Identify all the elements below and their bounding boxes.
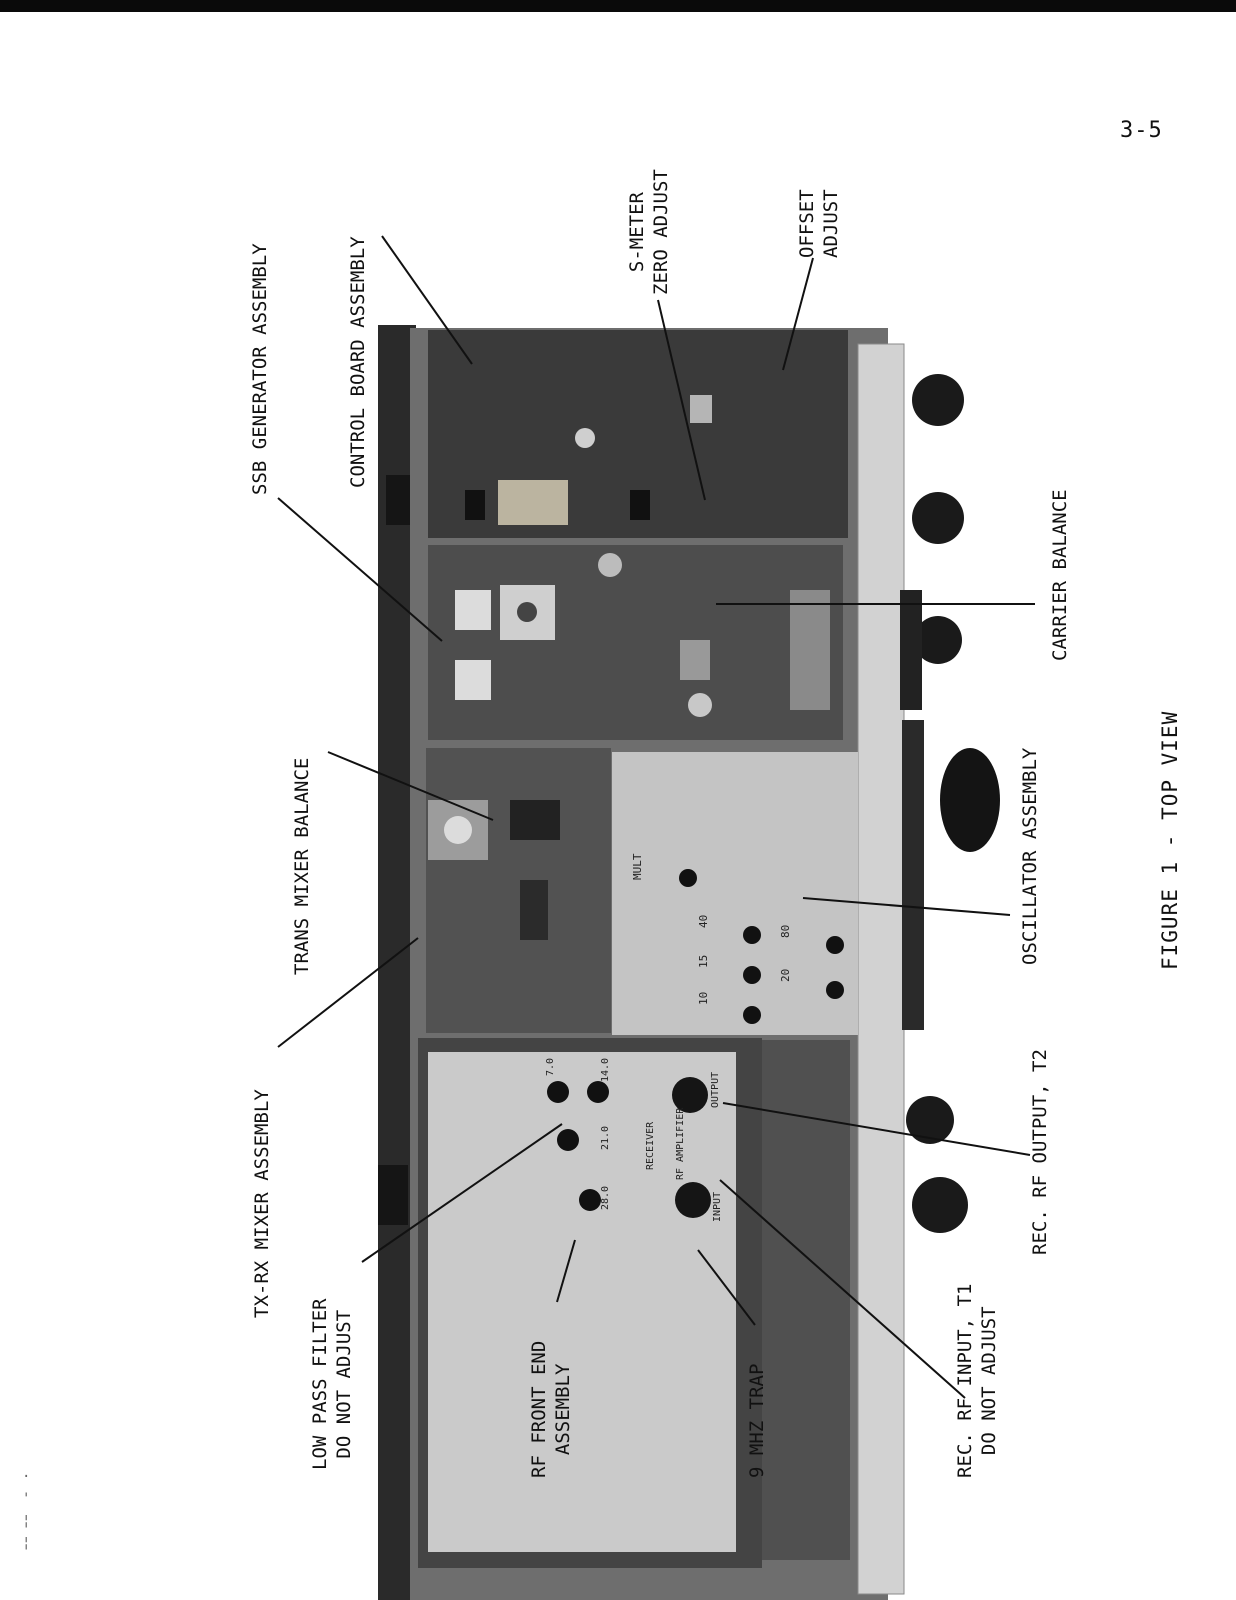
callout-low-pass-filter: LOW PASS FILTER DO NOT ADJUST: [309, 1298, 355, 1470]
panel-mark-40: 40: [697, 914, 710, 928]
panel-mark-input: INPUT: [712, 1191, 723, 1222]
panel-mark-output: OUTPUT: [710, 1071, 721, 1108]
panel-mark-receiver: RECEIVER: [645, 1121, 656, 1170]
margin-punch-marks: ·'¦¦: [22, 1469, 31, 1551]
callout-offset-adjust: OFFSET ADJUST: [796, 189, 842, 258]
callout-ssb-generator-assembly: SSB GENERATOR ASSEMBLY: [249, 243, 271, 495]
ssb-generator-board: [428, 545, 843, 740]
rf-output-area: [762, 1040, 850, 1560]
callout-oscillator-assembly: OSCILLATOR ASSEMBLY: [1019, 747, 1041, 965]
front-knob: [912, 374, 964, 426]
callout-rec-rf-input-t1: REC. RF INPUT, T1 DO NOT ADJUST: [954, 1283, 1000, 1478]
callout-s-meter-zero-adjust: S-METER ZERO ADJUST: [626, 169, 672, 295]
front-panel: [857, 343, 905, 1595]
callout-tx-rx-mixer-assembly: TX-RX MIXER ASSEMBLY: [251, 1089, 273, 1318]
panel-mark-14-0: 14.0: [600, 1057, 611, 1082]
panel-mark-28-0: 28.0: [600, 1185, 611, 1210]
front-knob: [912, 492, 964, 544]
callout-rf-front-end-assembly: RF FRONT END ASSEMBLY: [528, 1340, 574, 1478]
front-knob: [912, 1177, 968, 1233]
rear-connector: [386, 475, 410, 525]
panel-mark-21-0: 21.0: [600, 1125, 611, 1150]
callout-trans-mixer-balance: TRANS MIXER BALANCE: [291, 757, 313, 975]
panel-mark-7-0: 7.0: [545, 1057, 556, 1076]
rear-connector: [378, 1165, 408, 1225]
page-number: 3-5: [1120, 118, 1163, 143]
panel-mark-rf-amplifier: RF AMPLIFIER: [675, 1107, 686, 1180]
callout-rec-rf-output-t2: REC. RF OUTPUT, T2: [1029, 1049, 1051, 1255]
oscillator-shield: [612, 752, 858, 1035]
front-panel-dial-window: [900, 590, 922, 710]
leader-lines: [277, 235, 1035, 1399]
tx-rx-mixer-board: [426, 748, 611, 1033]
vfo-tuning-knob: [940, 748, 1000, 852]
front-knob: [914, 616, 962, 664]
panel-mark-20: 20: [779, 968, 792, 982]
callout-carrier-balance: CARRIER BALANCE: [1049, 489, 1071, 661]
scan-top-edge: [0, 0, 1236, 12]
figure-caption: FIGURE 1 - TOP VIEW: [1158, 710, 1182, 970]
callout-9-mhz-trap: 9 MHZ TRAP: [746, 1363, 768, 1478]
trans-mixer-trimmer: [444, 816, 472, 844]
rf-front-end-cover: [428, 1052, 736, 1552]
panel-mark-10: 10: [697, 991, 710, 1005]
callout-control-board-assembly: CONTROL BOARD ASSEMBLY: [347, 236, 369, 488]
front-knob: [906, 1096, 954, 1144]
control-board-capacitor: [498, 480, 568, 525]
panel-mark-80: 80: [779, 924, 792, 938]
rear-apron: [378, 325, 416, 1600]
s-meter-trimmer: [575, 428, 595, 448]
panel-mark-15: 15: [697, 954, 710, 968]
panel-mark-mult: MULT: [631, 853, 644, 881]
